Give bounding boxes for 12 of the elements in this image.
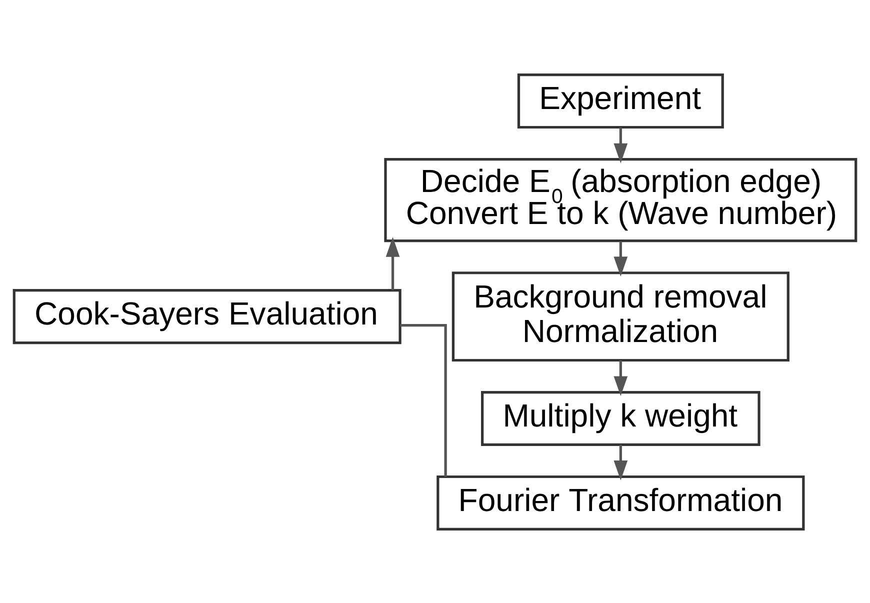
node-box: Background removal Normalization: [452, 271, 790, 362]
connector: [400, 324, 447, 476]
node-box: Cook-Sayers Evaluation: [12, 288, 402, 344]
arrow: [614, 360, 628, 396]
arrow: [614, 444, 628, 480]
node-box: Experiment: [517, 73, 724, 128]
arrow: [614, 240, 628, 276]
arrow: [614, 127, 628, 163]
node-box: Fourier Transformation: [436, 474, 805, 530]
node-box: Decide E$_{0}$ (absorption edge) Convert E to k (Wave number): [384, 157, 858, 242]
arrow: [386, 236, 400, 290]
node-box: Multiply k weight: [481, 390, 760, 446]
